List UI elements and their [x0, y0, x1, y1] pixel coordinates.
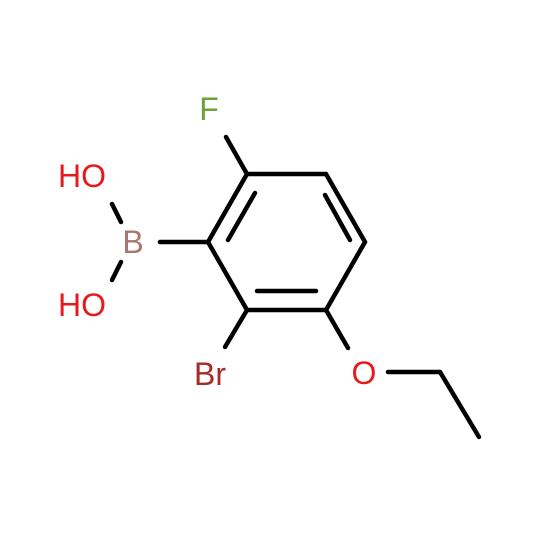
bond-c4-oxygen [323, 307, 351, 351]
bond-ch2-ch3 [437, 369, 482, 440]
ring-bond-c3-c4 [323, 239, 368, 313]
bonds [109, 134, 482, 440]
atom-labels: F HO B HO Br O [58, 91, 376, 392]
ring-bond-c6-c1 [205, 171, 250, 245]
ring-double-bond-c2-c3 [322, 192, 353, 243]
ring-bond-c5-c6 [205, 239, 250, 313]
bond-c5-bromine [222, 307, 250, 350]
atom-fluorine: F [199, 91, 219, 127]
atom-hydroxyl-bottom: HO [58, 287, 106, 323]
ring-double-bond-c6-c1 [225, 190, 258, 243]
atom-boron: B [122, 224, 143, 260]
atom-hydroxyl-top: HO [58, 158, 106, 194]
bond-boron-oh-top [109, 201, 124, 225]
atom-bromine: Br [194, 356, 226, 392]
bond-boron-oh-bottom [109, 259, 124, 283]
ring-bond-c2-c3 [323, 171, 368, 245]
bond-c1-fluorine [223, 134, 250, 177]
atom-ether-oxygen: O [352, 355, 377, 391]
